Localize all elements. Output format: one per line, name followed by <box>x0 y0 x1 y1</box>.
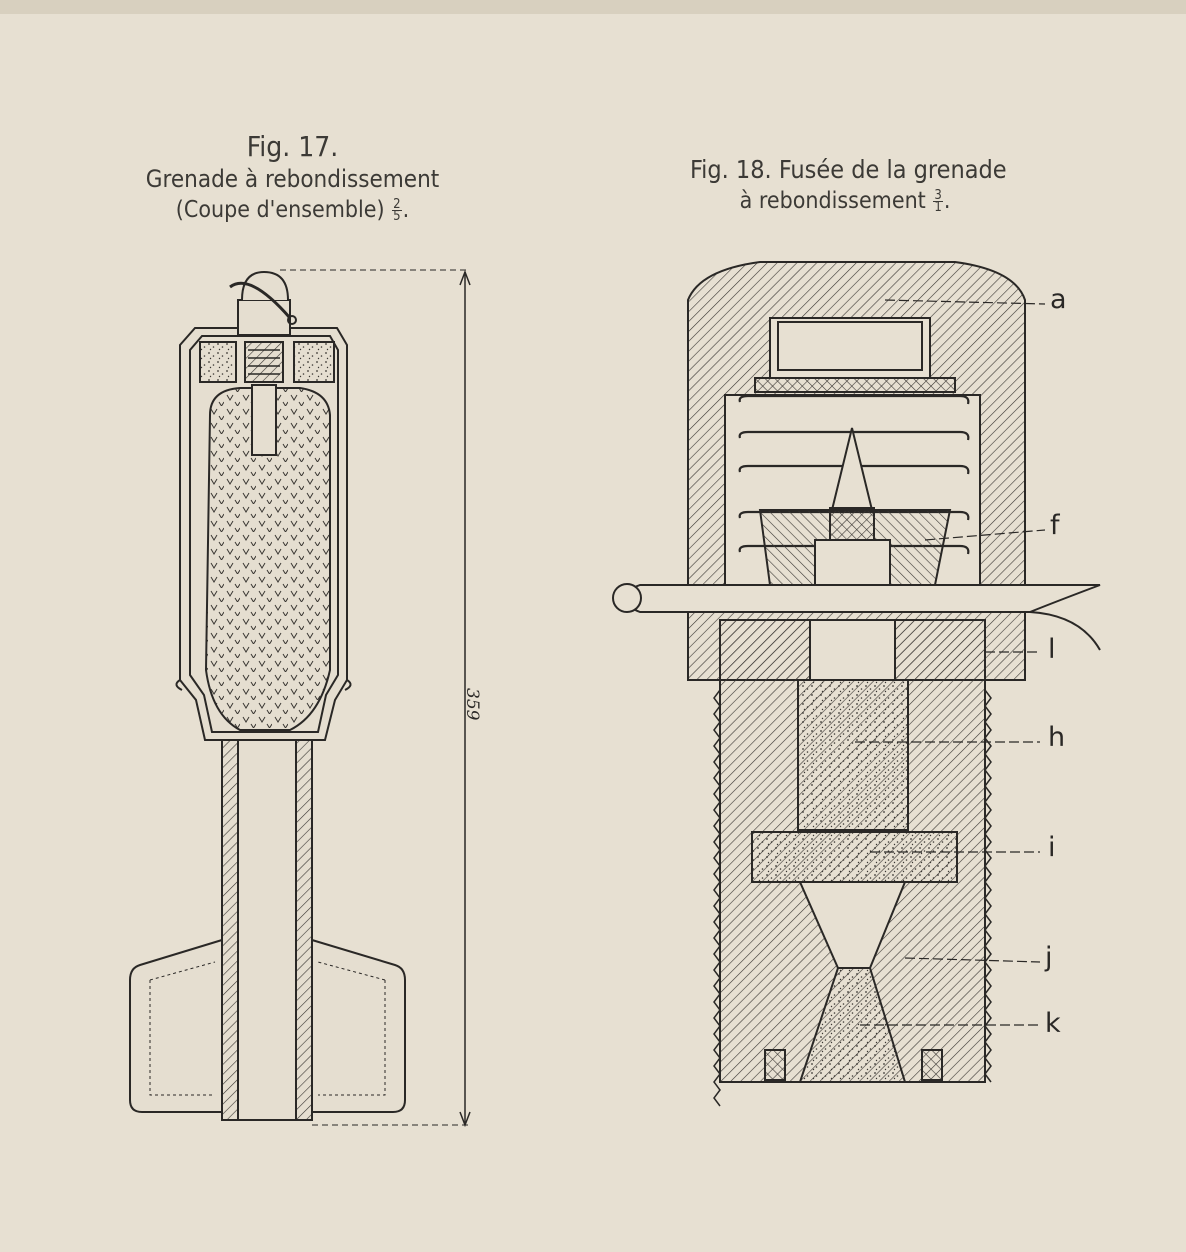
label-i: i <box>1048 832 1056 863</box>
fig18-subtitle: à rebondissement <box>739 188 926 214</box>
fig17-dimension-label: 359 <box>462 688 482 721</box>
fig17-grenade-drawing <box>129 269 471 1128</box>
fig17-title: Grenade à rebondissement <box>145 165 440 193</box>
label-j: j <box>1045 942 1053 973</box>
label-h: h <box>1048 722 1066 753</box>
label-k: k <box>1045 1008 1061 1039</box>
label-a: a <box>1050 284 1067 315</box>
leader-lines <box>855 299 1046 1026</box>
label-l: l <box>1048 634 1056 665</box>
thread-teeth <box>713 689 992 1107</box>
fig17-subtitle: (Coupe d'ensemble) <box>175 197 385 223</box>
label-f: f <box>1050 510 1060 541</box>
fig17-number: Fig. 17. <box>246 130 339 163</box>
fig18-title: Fig. 18. Fusée de la grenade <box>690 155 1007 184</box>
fig17-caption: Fig. 17. Grenade à rebondissement (Coupe… <box>140 130 445 223</box>
fig18-caption: Fig. 18. Fusée de la grenade à rebondiss… <box>690 155 1007 215</box>
fig18-fuse-drawing <box>612 261 1101 1107</box>
